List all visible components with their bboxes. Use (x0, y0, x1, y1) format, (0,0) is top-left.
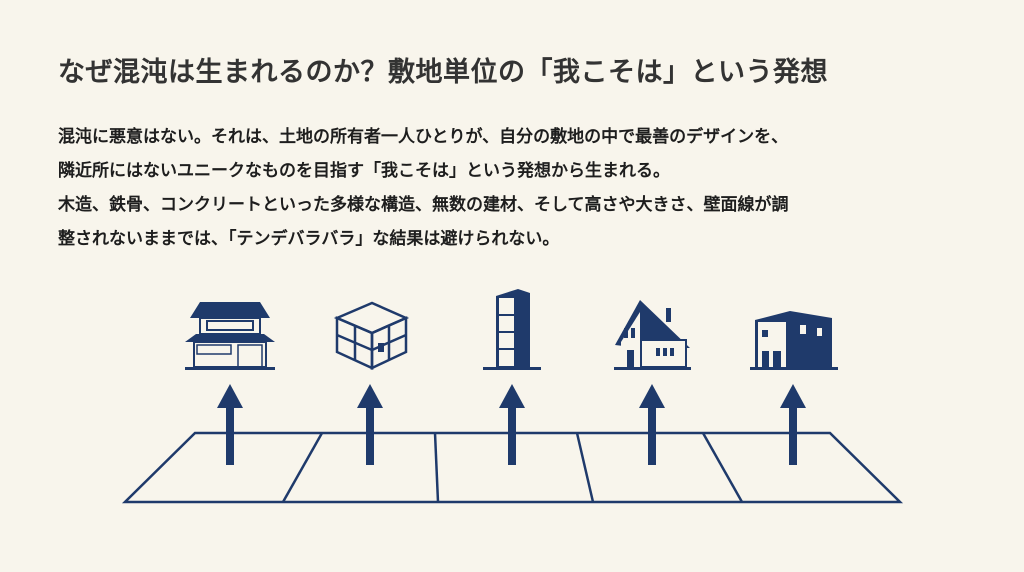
page-title: なぜ混沌は生まれるのか？敷地単位の「我こそは」という発想 (58, 57, 828, 88)
arrows (217, 384, 806, 465)
lot-divider (433, 432, 440, 503)
body-line: 木造、鉄骨、コンクリートといった多様な構造、無数の建材、そして高さや大きさ、壁面… (58, 195, 789, 215)
arrow-up-icon (357, 384, 383, 465)
japanese-house-icon (185, 302, 275, 370)
tower-building-icon (483, 289, 541, 370)
lot-band (121, 431, 904, 504)
land-lots (121, 431, 904, 504)
western-house-icon (614, 300, 691, 370)
body-line: 隣近所にはないユニークなものを目指す「我こそは」という発想から生まれる。 (58, 161, 670, 181)
arrow-up-icon (499, 384, 525, 465)
glass-cube-icon (333, 301, 410, 370)
arrow-up-icon (639, 384, 665, 465)
lot-divider (701, 432, 744, 503)
arrow-up-icon (780, 384, 806, 465)
body-line: 混沌に悪意はない。それは、土地の所有者一人ひとりが、自分の敷地の中で最善のデザイ… (58, 127, 789, 147)
modern-house-icon (750, 311, 838, 370)
body-text: 混沌に悪意はない。それは、土地の所有者一人ひとりが、自分の敷地の中で最善のデザイ… (58, 120, 789, 256)
arrow-up-icon (217, 384, 243, 465)
lot-divider (575, 432, 595, 503)
lot-divider (281, 432, 324, 503)
body-line: 整されないままでは、「テンデバラバラ」な結果は避けられない。 (58, 229, 560, 249)
